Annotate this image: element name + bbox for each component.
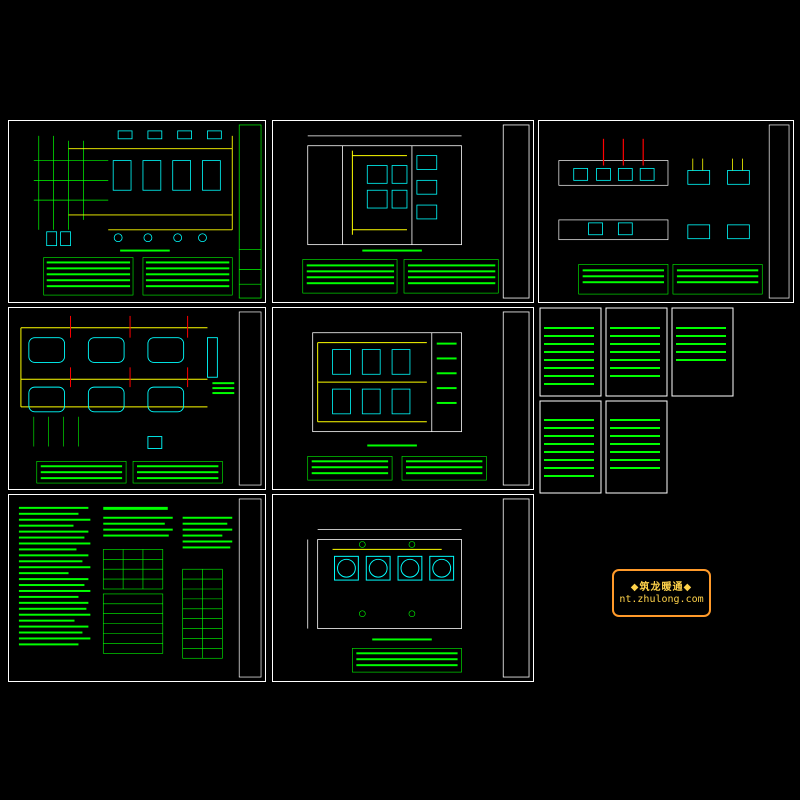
sheet-roof-plan bbox=[272, 494, 534, 682]
sheet-boiler-room-sections bbox=[538, 120, 794, 303]
system-diagram-drawing bbox=[33, 124, 262, 299]
roof-plan-drawing bbox=[307, 498, 530, 678]
design-notes-drawing bbox=[18, 498, 262, 678]
watermark-badge: ◆筑龙暖通◆ nt.zhulong.com bbox=[612, 569, 711, 617]
sheet-boiler-room-plan-2 bbox=[272, 307, 534, 490]
sheet-boiler-system-diagram-bottom bbox=[8, 307, 266, 490]
boiler-diagram-drawing bbox=[20, 311, 262, 486]
room-plan-2-drawing bbox=[307, 311, 530, 486]
sheet-boiler-room-plan-1 bbox=[272, 120, 534, 303]
watermark-url: nt.zhulong.com bbox=[619, 594, 704, 605]
sheet-design-notes bbox=[8, 494, 266, 682]
room-plan-drawing bbox=[302, 124, 530, 299]
sections-drawing bbox=[558, 124, 790, 299]
watermark-title: ◆筑龙暖通◆ bbox=[630, 582, 693, 593]
sheet-boiler-system-diagram-top bbox=[8, 120, 266, 303]
equipment-tables-drawing bbox=[539, 307, 734, 494]
sheet-equipment-tables bbox=[538, 307, 734, 495]
